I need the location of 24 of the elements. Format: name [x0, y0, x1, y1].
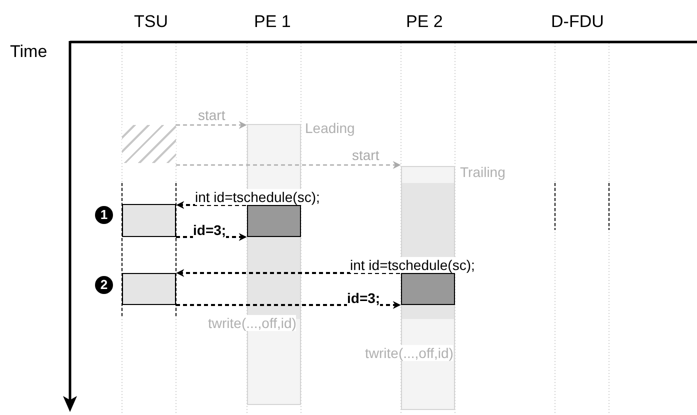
activity-box — [122, 273, 176, 305]
edge-label: id=3; — [193, 222, 226, 238]
activity-box — [401, 273, 455, 305]
call-label: twrite(...,off,id) — [208, 315, 296, 331]
call-label: twrite(...,off,id) — [365, 345, 454, 361]
lane-heading: D-FDU — [551, 12, 604, 32]
callout-number: 2 — [95, 276, 113, 294]
arrow — [176, 269, 400, 277]
activity-box — [247, 205, 301, 237]
arrow — [176, 301, 401, 309]
arrow — [176, 201, 246, 209]
lane-heading: TSU — [134, 12, 168, 32]
arrow — [176, 121, 247, 129]
edge-label: id=3; — [347, 290, 380, 306]
edge-label: int id=tschedule(sc); — [195, 189, 320, 205]
callout-number: 1 — [95, 206, 113, 224]
phase-label: Leading — [305, 120, 355, 136]
edge-label: int id=tschedule(sc); — [350, 257, 475, 273]
phase-label: Trailing — [460, 164, 506, 180]
axis-label: Time — [10, 42, 48, 62]
lane-heading: PE 2 — [406, 12, 443, 32]
arrow — [176, 161, 401, 169]
activity-box — [122, 204, 176, 237]
lane-heading: PE 1 — [254, 12, 291, 32]
